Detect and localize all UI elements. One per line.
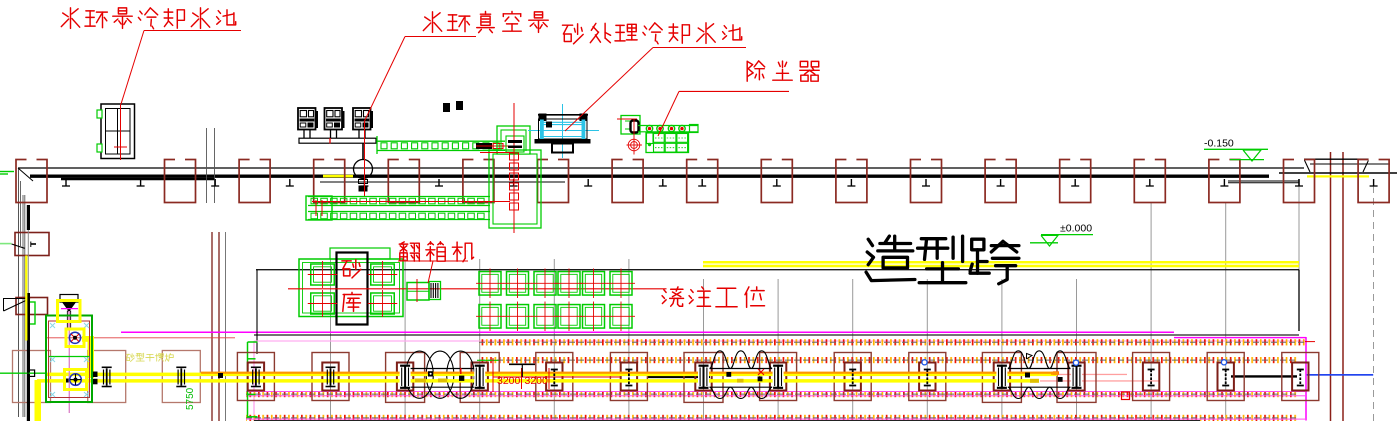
- svg-text:-0.150: -0.150: [1204, 138, 1234, 150]
- svg-text:5750: 5750: [185, 387, 196, 410]
- svg-text:3200: 3200: [497, 375, 521, 387]
- svg-text:3200: 3200: [525, 375, 549, 387]
- svg-text:±0.000: ±0.000: [1060, 223, 1092, 235]
